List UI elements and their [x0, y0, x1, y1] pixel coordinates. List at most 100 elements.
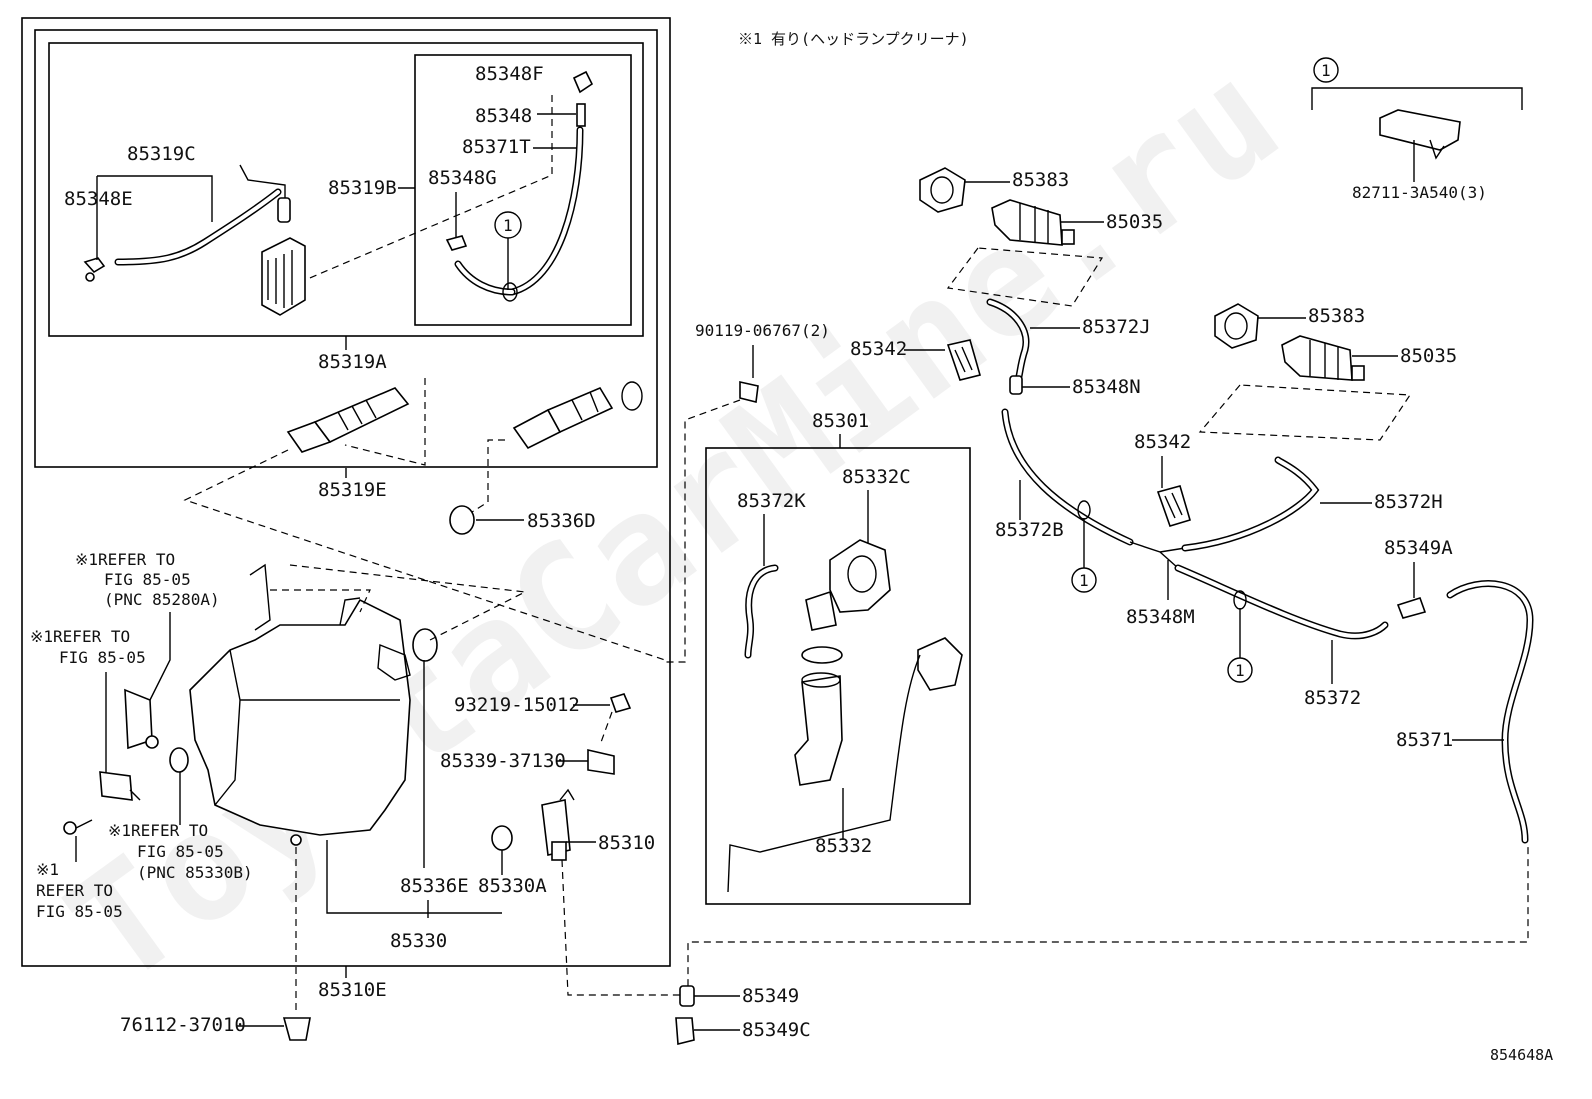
frame-85319A-upper [34, 29, 658, 468]
label-85372B: 85372B [995, 519, 1064, 541]
callout-1-b [1071, 567, 1097, 593]
part-85348E [83, 257, 106, 282]
part-85035-lower [1281, 335, 1365, 381]
svg-text:1: 1 [1235, 661, 1245, 680]
part-85348F [572, 70, 594, 94]
frame-85301 [705, 447, 971, 905]
part-85372 [1174, 564, 1389, 640]
label-85371: 85371 [1396, 729, 1453, 751]
part-85348N [1009, 375, 1023, 395]
svg-text:※1REFER TO: ※1REFER TO [108, 821, 208, 840]
label-85310E: 85310E [318, 979, 387, 1001]
label-85372H: 85372H [1374, 491, 1443, 513]
callout-1-c [1227, 657, 1253, 683]
svg-text:(PNC 85330B): (PNC 85330B) [137, 863, 253, 882]
part-85342-upper [946, 339, 981, 381]
part-filler-cap [727, 637, 963, 893]
ref-fig85-05-a: ※1REFER TO FIG 85-05 [30, 627, 146, 667]
part-grommet-ref [99, 771, 141, 801]
ref-85330B: ※1REFER TO FIG 85-05 (PNC 85330B) [108, 821, 253, 882]
svg-text:FIG 85-05: FIG 85-05 [104, 570, 191, 589]
part-85372K [744, 564, 779, 659]
figure-code: 854648A [1490, 1046, 1553, 1064]
label-90119: 90119-06767(2) [695, 321, 830, 340]
label-85310: 85310 [598, 832, 655, 854]
label-85348N: 85348N [1072, 376, 1141, 398]
label-85383-lower: 85383 [1308, 305, 1365, 327]
label-85342-upper: 85342 [850, 338, 907, 360]
svg-text:FIG 85-05: FIG 85-05 [59, 648, 146, 667]
label-85348: 85348 [475, 105, 532, 127]
label-85319E: 85319E [318, 479, 387, 501]
header-note: ※1 有り(ヘッドランプクリーナ) [738, 30, 969, 48]
label-85349A: 85349A [1384, 537, 1453, 559]
label-85035-lower: 85035 [1400, 345, 1457, 367]
part-85336D [449, 505, 475, 535]
part-93219 [609, 693, 632, 713]
part-85319C [114, 164, 291, 266]
frame-85319B [414, 54, 632, 326]
label-85348F: 85348F [475, 63, 544, 85]
leader-85319C [96, 175, 213, 260]
svg-text:FIG 85-05: FIG 85-05 [36, 902, 123, 921]
label-85372K: 85372K [737, 490, 806, 512]
label-85319C: 85319C [127, 143, 196, 165]
part-85319-pump-motor [261, 237, 306, 316]
part-85319E-left [286, 387, 410, 453]
part-85342-lower [1156, 485, 1191, 527]
label-85035-upper: 85035 [1106, 211, 1163, 233]
part-82711-clip [1379, 109, 1461, 160]
label-85319A: 85319A [318, 351, 387, 373]
ref-85280A: ※1REFER TO FIG 85-05 (PNC 85280A) [75, 550, 220, 609]
part-washer-motor-ref [124, 688, 159, 750]
label-93219: 93219-15012 [454, 694, 580, 716]
part-85319E-right [512, 381, 643, 450]
label-85348E: 85348E [64, 188, 133, 210]
part-85349 [679, 985, 695, 1007]
label-85371T: 85371T [462, 136, 531, 158]
svg-text:FIG 85-05: FIG 85-05 [137, 842, 224, 861]
callout-1-d [1313, 57, 1339, 83]
part-85348G [445, 235, 468, 251]
part-washer-tank [189, 563, 438, 836]
label-85342-lower: 85342 [1134, 431, 1191, 453]
svg-text:※1: ※1 [36, 860, 59, 879]
svg-text:1: 1 [503, 216, 513, 235]
part-85330B-ref [169, 747, 189, 773]
label-85336D: 85336D [527, 510, 596, 532]
part-85348 [576, 103, 586, 127]
label-85319B: 85319B [328, 177, 397, 199]
part-85349C [675, 1017, 695, 1046]
part-85348M [1129, 541, 1186, 569]
label-85372J: 85372J [1082, 316, 1151, 338]
part-filler-seal [801, 646, 843, 664]
svg-text:※1REFER TO: ※1REFER TO [30, 627, 130, 646]
part-bolt-ref [63, 819, 93, 835]
part-90119 [739, 381, 759, 403]
label-85348M: 85348M [1126, 606, 1195, 628]
part-85310 [541, 788, 575, 861]
svg-text:1: 1 [1079, 571, 1089, 590]
label-82711: 82711-3A540(3) [1352, 183, 1487, 202]
part-85035-upper [991, 199, 1075, 246]
label-85330: 85330 [390, 930, 447, 952]
label-85301: 85301 [812, 410, 869, 432]
label-85372: 85372 [1304, 687, 1361, 709]
label-85348G: 85348G [428, 167, 497, 189]
part-filler-neck [794, 672, 843, 786]
svg-text:1: 1 [1321, 61, 1331, 80]
label-85383-upper: 85383 [1012, 169, 1069, 191]
label-85349C: 85349C [742, 1019, 811, 1041]
label-85332: 85332 [815, 835, 872, 857]
svg-text:※1REFER TO: ※1REFER TO [75, 550, 175, 569]
ref-fig85-05-b: ※1 REFER TO FIG 85-05 [36, 860, 123, 921]
part-85383-upper [919, 167, 966, 213]
part-85339 [587, 748, 615, 775]
label-85339: 85339-37130 [440, 750, 566, 772]
part-85383-lower [1214, 303, 1259, 349]
part-85332C [805, 539, 891, 631]
svg-text:REFER TO: REFER TO [36, 881, 113, 900]
label-76112: 76112-37010 [120, 1014, 246, 1036]
label-85336E: 85336E [400, 875, 469, 897]
